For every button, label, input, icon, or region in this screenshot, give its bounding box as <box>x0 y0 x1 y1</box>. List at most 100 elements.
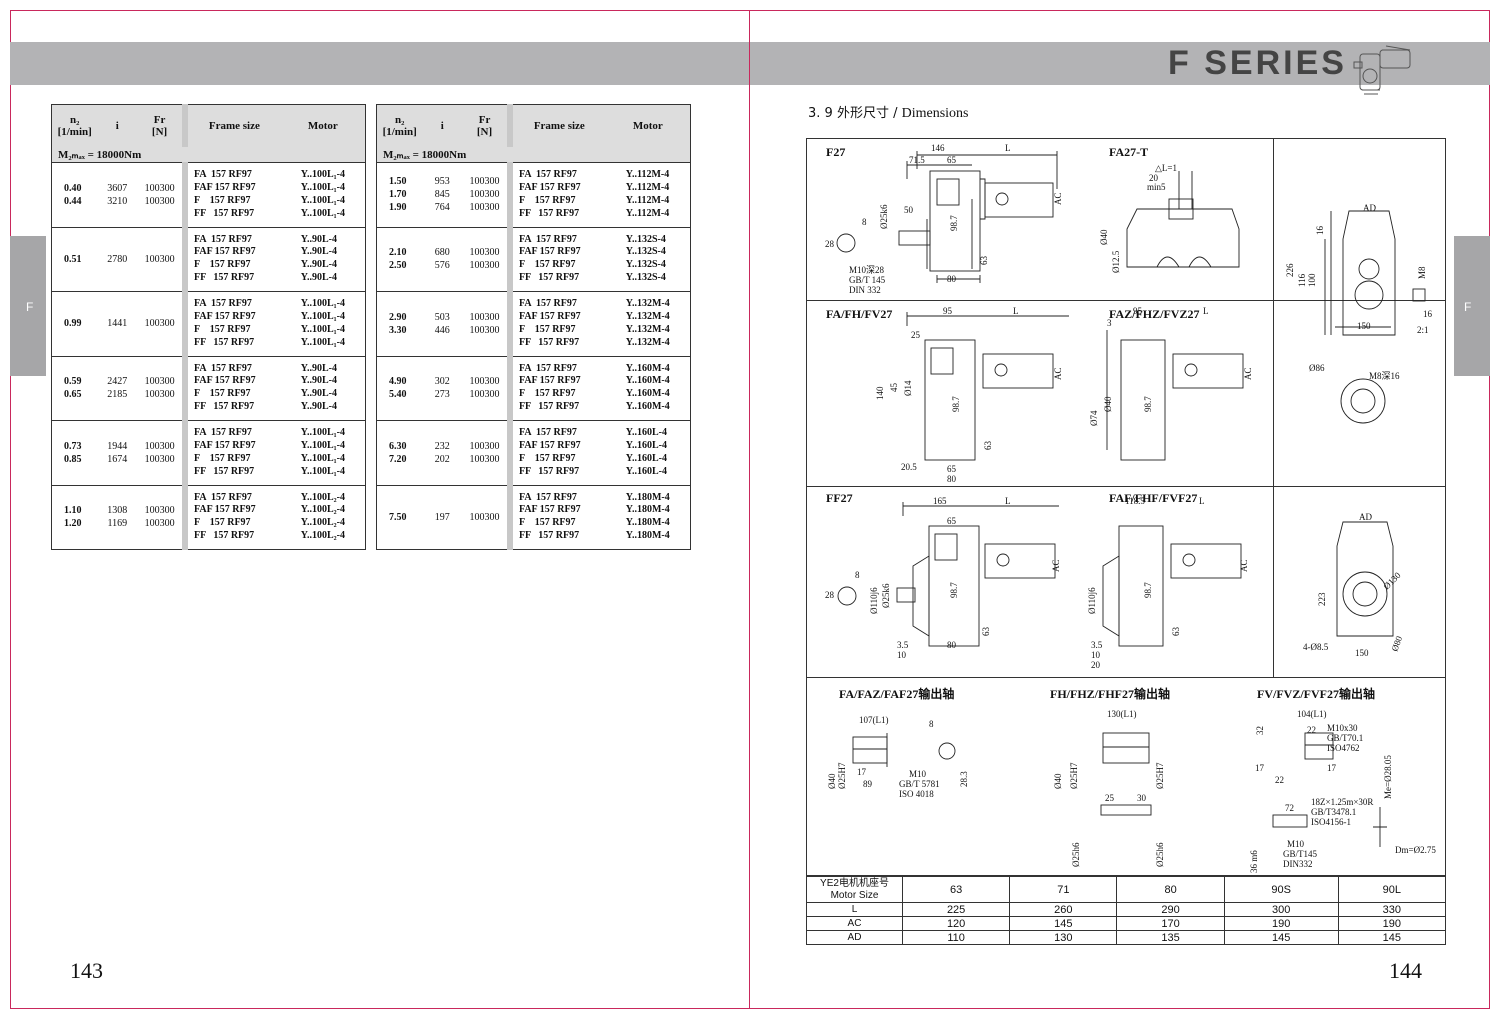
dimension-cell: 145 <box>1223 930 1339 945</box>
dimension-cell: 225 <box>901 902 1011 917</box>
svg-text:8: 8 <box>862 217 867 227</box>
svg-text:17: 17 <box>857 767 867 777</box>
svg-text:80: 80 <box>947 274 957 284</box>
n2-cell: 7.50 <box>376 484 423 550</box>
n2-cell: 6.30 7.20 <box>376 420 423 485</box>
gearbox-logo-icon <box>1353 45 1411 95</box>
n2-cell: 0.51 <box>51 226 98 292</box>
dimension-drawings: F27 FA27-T FA/FH/FV27 FAZ/FHZ/FVZ27 FF27… <box>806 138 1446 876</box>
fr-cell: 100300 100300 100300 <box>462 162 510 227</box>
motor-cell: Y..100L₁-4 Y..100L₁-4 Y..100L₁-4 Y..100L… <box>280 291 366 356</box>
svg-text:Ø74: Ø74 <box>1089 410 1099 426</box>
svg-text:226: 226 <box>1285 263 1295 277</box>
svg-text:28: 28 <box>825 239 835 249</box>
svg-text:Ø25H7: Ø25H7 <box>1069 762 1079 789</box>
fr-cell: 100300 <box>137 291 185 356</box>
svg-text:16: 16 <box>1423 309 1433 319</box>
ratio-cell: 2427 2185 <box>97 355 138 421</box>
svg-text:Ø110j6: Ø110j6 <box>869 587 879 614</box>
label-faz-fhz-fvz27: FAZ/FHZ/FVZ27 <box>1109 307 1200 321</box>
svg-text:22: 22 <box>1275 775 1284 785</box>
svg-text:△L=1: △L=1 <box>1155 163 1177 173</box>
dimension-cell: 170 <box>1116 916 1225 931</box>
frame-cell: FA 157 RF97 FAF 157 RF97 F 157 RF97 FF 1… <box>506 484 606 550</box>
svg-text:Ø25k6: Ø25k6 <box>881 583 891 608</box>
dimension-cell: 290 <box>1116 902 1225 917</box>
svg-text:22: 22 <box>1307 725 1316 735</box>
svg-text:107(L1): 107(L1) <box>859 715 889 725</box>
svg-text:95: 95 <box>1133 306 1143 316</box>
label-fa27t: FA27-T <box>1109 145 1149 159</box>
motor-size-cell: 63 <box>901 876 1011 903</box>
n2-cell: 0.59 0.65 <box>51 355 98 421</box>
svg-text:M10: M10 <box>909 769 927 779</box>
frame-cell: FA 157 RF97 FAF 157 RF97 F 157 RF97 FF 1… <box>506 162 606 227</box>
svg-text:18Z×1.25m×30R: 18Z×1.25m×30R <box>1311 797 1373 807</box>
frame-cell: FA 157 RF97 FAF 157 RF97 F 157 RF97 FF 1… <box>181 484 281 550</box>
fr-cell: 100300 100300 <box>137 484 185 550</box>
m2max-row: M₂ₘₐₓ = 18000Nm <box>376 146 691 163</box>
svg-text:45: 45 <box>889 383 899 393</box>
svg-text:L: L <box>1005 143 1011 153</box>
svg-text:AC: AC <box>1053 192 1063 205</box>
motor-cell: Y..132M-4 Y..132M-4 Y..132M-4 Y..132M-4 <box>605 291 691 356</box>
ratio-cell: 503 446 <box>422 291 463 356</box>
n2-cell: 4.90 5.40 <box>376 355 423 421</box>
svg-text:98.7: 98.7 <box>951 396 961 412</box>
svg-text:min5: min5 <box>1147 182 1166 192</box>
left-header-band <box>10 42 749 85</box>
svg-text:Ø40: Ø40 <box>827 773 837 789</box>
svg-text:Ø40: Ø40 <box>1099 229 1109 245</box>
svg-text:80: 80 <box>947 640 957 650</box>
frame-cell: FA 157 RF97 FAF 157 RF97 F 157 RF97 FF 1… <box>181 420 281 485</box>
svg-text:L: L <box>1005 496 1011 506</box>
svg-text:80: 80 <box>947 474 957 484</box>
page-number-left: 143 <box>70 958 103 983</box>
svg-text:32: 32 <box>1255 726 1265 735</box>
motor-size-cell: 80 <box>1116 876 1225 903</box>
svg-text:AC: AC <box>1243 367 1253 380</box>
svg-text:GB/T 5781: GB/T 5781 <box>899 779 940 789</box>
label-f27: F27 <box>826 145 846 159</box>
svg-text:98.7: 98.7 <box>1143 582 1153 598</box>
motor-cell: Y..100L₁-4 Y..100L₁-4 Y..100L₁-4 Y..100L… <box>280 162 366 227</box>
dimension-cell: 130 <box>1009 930 1118 945</box>
n2-cell: 2.10 2.50 <box>376 226 423 292</box>
motor-cell: Y..160M-4 Y..160M-4 Y..160M-4 Y..160M-4 <box>605 355 691 421</box>
header-motor: Motor <box>307 119 338 132</box>
svg-text:20: 20 <box>1149 173 1159 183</box>
svg-text:65: 65 <box>947 155 957 165</box>
svg-text:AC: AC <box>1239 559 1249 572</box>
svg-text:DIN332: DIN332 <box>1283 859 1313 869</box>
ratio-cell: 3607 3210 <box>97 162 138 227</box>
svg-text:ISO4156-1: ISO4156-1 <box>1311 817 1351 827</box>
svg-text:M8深16: M8深16 <box>1369 371 1400 381</box>
svg-text:63: 63 <box>1171 627 1181 637</box>
fr-cell: 100300 <box>137 226 185 292</box>
page-number-right: 144 <box>1389 958 1422 983</box>
svg-text:Ø86: Ø86 <box>1309 363 1325 373</box>
ratio-cell: 1944 1674 <box>97 420 138 485</box>
header-i: i <box>115 119 119 132</box>
header-frame: Frame size <box>181 104 281 147</box>
svg-text:Ø80: Ø80 <box>1389 634 1404 652</box>
label-ff27: FF27 <box>826 491 853 505</box>
n2-cell: 1.10 1.20 <box>51 484 98 550</box>
svg-text:95: 95 <box>943 306 953 316</box>
n2-cell: 1.50 1.70 1.90 <box>376 162 423 227</box>
right-header-band <box>750 42 1490 85</box>
frame-cell: FA 157 RF97 FAF 157 RF97 F 157 RF97 FF 1… <box>506 291 606 356</box>
label-output-fa: FA/FAZ/FAF27输出轴 <box>839 687 955 701</box>
svg-text:146: 146 <box>931 143 945 153</box>
header-fr: Fr[N] <box>476 113 493 138</box>
